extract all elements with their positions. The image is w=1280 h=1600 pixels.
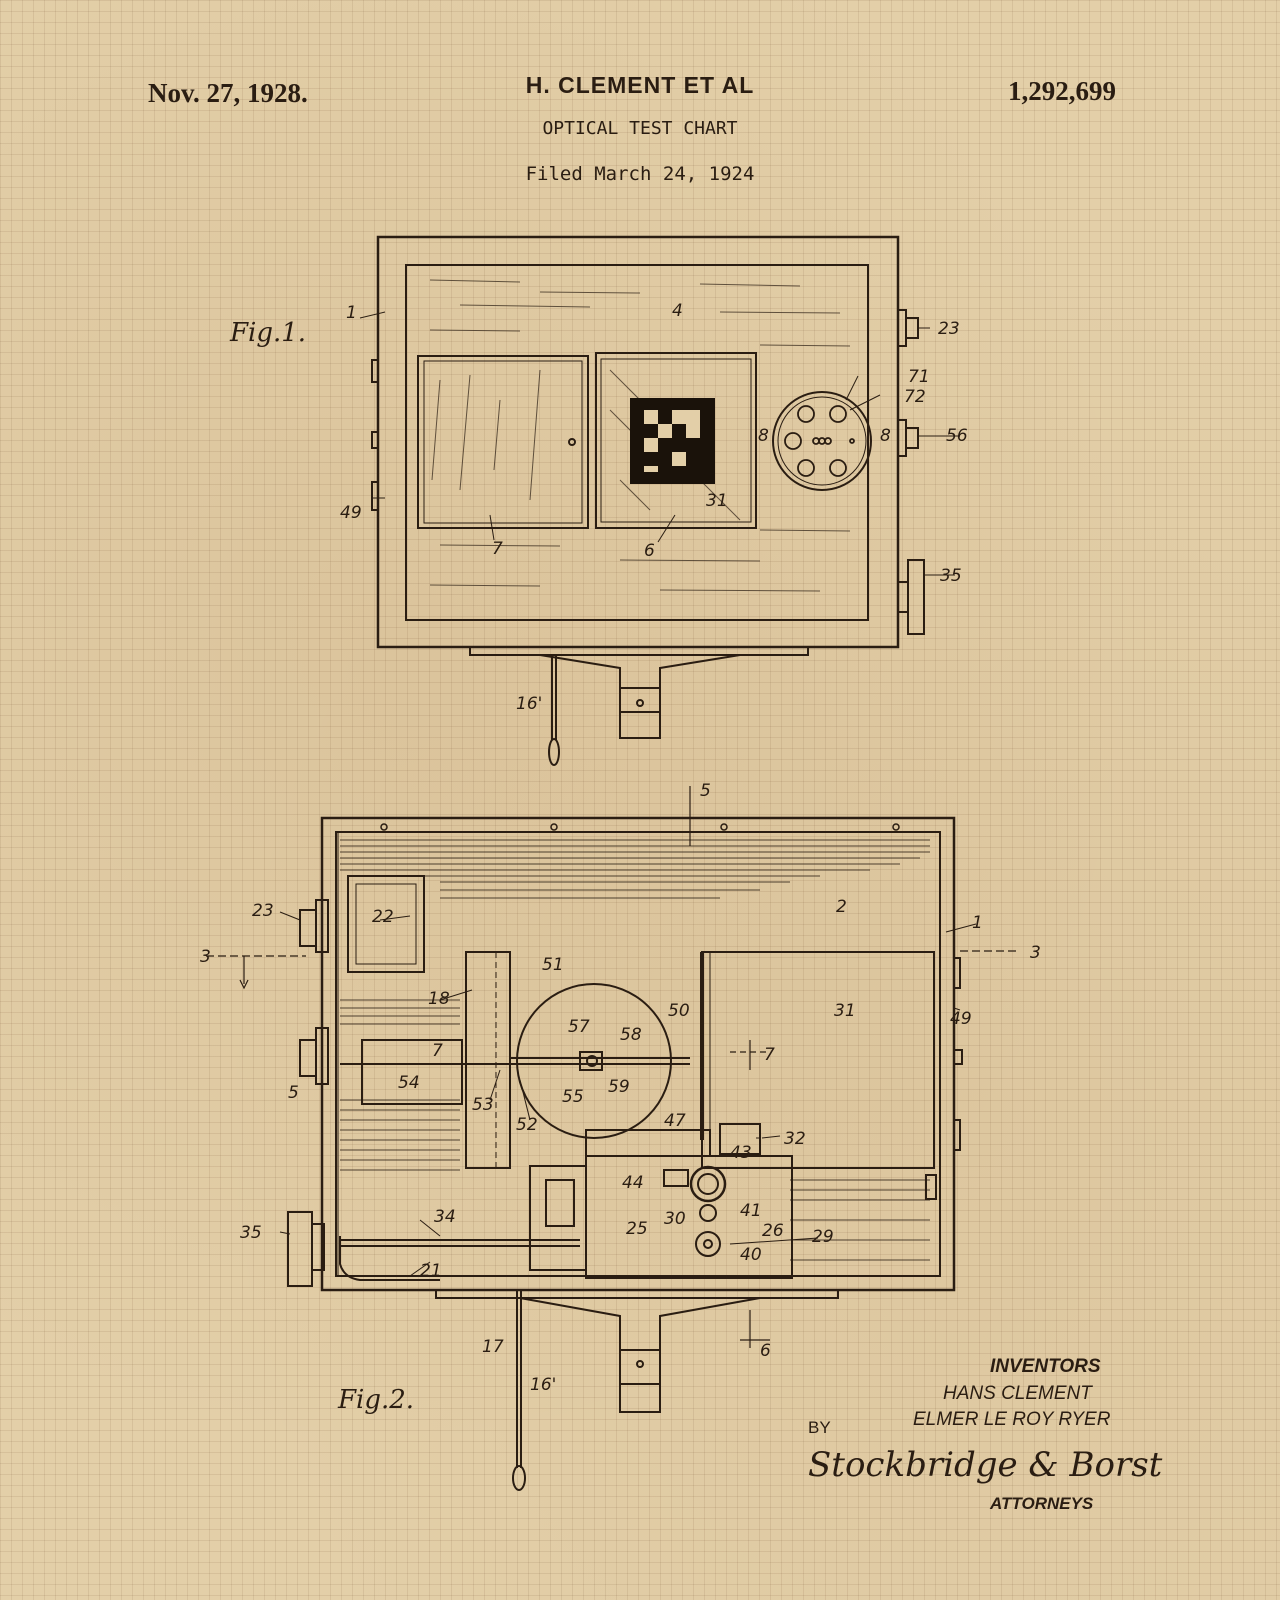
reference-numeral: 1 [972, 913, 983, 933]
inventor-name-1: HANS CLEMENT [943, 1383, 1092, 1404]
by-label: BY [808, 1418, 831, 1437]
reference-numeral: 52 [516, 1115, 538, 1135]
fig1-drawing [359, 235, 960, 766]
reference-numeral: 29 [812, 1227, 834, 1247]
reference-numeral: 50 [668, 1001, 690, 1021]
reference-numeral: 58 [620, 1025, 642, 1045]
reference-numeral: 40 [740, 1245, 762, 1265]
reference-numeral: 8 [880, 426, 891, 446]
reference-numeral: 44 [622, 1173, 644, 1193]
inventor-heading: H. CLEMENT ET AL [525, 72, 755, 98]
reference-numeral: 35 [940, 566, 962, 586]
patent-title: OPTICAL TEST CHART [542, 118, 738, 139]
reference-numeral: 21 [420, 1261, 442, 1281]
filed-date: Filed March 24, 1924 [525, 163, 755, 185]
reference-numeral: 16' [530, 1375, 556, 1395]
reference-numeral: 34 [434, 1207, 456, 1227]
reference-numeral: 5 [288, 1083, 299, 1103]
reference-numeral: 5 [700, 781, 711, 801]
patent-number: 1,292,699 [1008, 76, 1116, 106]
reference-numeral: 71 [908, 367, 930, 387]
reference-numeral: 32 [784, 1129, 806, 1149]
reference-numeral: 35 [240, 1223, 262, 1243]
fig1-reference-numerals: 1 4 23 71 72 8 8 56 49 7 6 31 35 16' Fig… [229, 301, 968, 714]
inventor-name-2: ELMER LE ROY RYER [913, 1409, 1111, 1430]
reference-numeral: 56 [946, 426, 968, 446]
reference-numeral: 17 [482, 1337, 504, 1357]
reference-numeral: 55 [562, 1087, 584, 1107]
reference-numeral: 49 [950, 1009, 972, 1029]
inventors-label: INVENTORS [990, 1356, 1101, 1377]
reference-numeral: 6 [760, 1341, 771, 1361]
reference-numeral: 31 [834, 1001, 856, 1021]
reference-numeral: 6 [644, 541, 655, 561]
reference-numeral: 7 [764, 1045, 775, 1065]
reference-numeral: 18 [428, 989, 450, 1009]
reference-numeral: 3 [200, 947, 211, 967]
reference-numeral: 26 [762, 1221, 784, 1241]
reference-numeral: 2 [836, 897, 847, 917]
reference-numeral: 31 [706, 491, 728, 511]
reference-numeral: 49 [340, 503, 362, 523]
reference-numeral: 25 [626, 1219, 648, 1239]
reference-numeral: 16' [516, 694, 542, 714]
reference-numeral: 51 [542, 955, 564, 975]
reference-numeral: 22 [372, 907, 394, 927]
reference-numeral: 30 [664, 1209, 686, 1229]
fig2-reference-numerals: 5 23 22 2 1 3 3 51 18 50 31 49 7 57 58 7… [200, 781, 1041, 1415]
reference-numeral: 23 [252, 901, 274, 921]
figure-label: Fig.1. [229, 318, 306, 348]
reference-numeral: 23 [938, 319, 960, 339]
reference-numeral: 7 [432, 1041, 443, 1061]
reference-numeral: 59 [608, 1077, 630, 1097]
reference-numeral: 7 [492, 539, 503, 559]
reference-numeral: 4 [672, 301, 683, 321]
reference-numeral: 3 [1030, 943, 1041, 963]
reference-numeral: 1 [346, 303, 357, 323]
reference-numeral: 43 [730, 1143, 752, 1163]
reference-numeral: 57 [568, 1017, 590, 1037]
attorney-signature: Stockbridge & Borst [808, 1445, 1163, 1485]
reference-numeral: 54 [398, 1073, 420, 1093]
attorneys-label: ATTORNEYS [990, 1494, 1094, 1513]
fig2-drawing [206, 786, 1020, 1491]
figure-label: Fig.2. [337, 1385, 414, 1415]
reference-numeral: 47 [664, 1111, 686, 1131]
reference-numeral: 8 [758, 426, 769, 446]
patent-date: Nov. 27, 1928. [148, 78, 308, 108]
reference-numeral: 72 [904, 387, 926, 407]
reference-numeral: 41 [740, 1201, 762, 1221]
reference-numeral: 53 [472, 1095, 494, 1115]
